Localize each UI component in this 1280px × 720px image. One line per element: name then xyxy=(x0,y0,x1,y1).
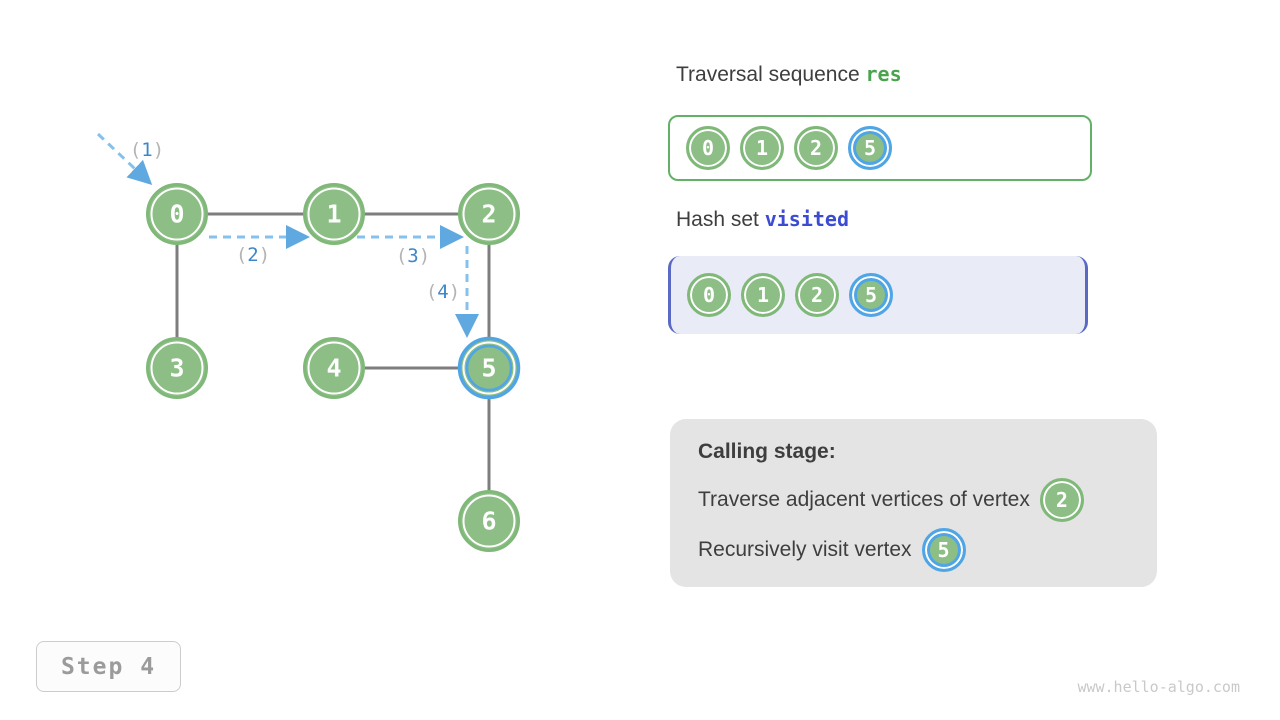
traversal-arrow-label-4: (4) xyxy=(426,281,460,303)
node-chip-5: 5 xyxy=(848,126,892,170)
graph-svg: 0 1 2 3 4 5 6 (1) (2) (3) (4) xyxy=(96,132,521,552)
node-chip-1: 1 xyxy=(741,273,785,317)
calling-line-2-node: 5 xyxy=(921,528,966,572)
graph-node-label: 6 xyxy=(481,507,496,536)
visited-title-text: Hash set xyxy=(676,208,759,231)
node-chip-5: 5 xyxy=(921,528,966,572)
step-badge-label: Step 4 xyxy=(60,653,157,680)
graph-node-label: 3 xyxy=(169,354,184,383)
res-title-text: Traversal sequence xyxy=(676,63,860,86)
graph-node-2: 2 xyxy=(458,183,520,245)
calling-stage-box: Calling stage: Traverse adjacent vertice… xyxy=(670,419,1157,587)
graph-node-0: 0 xyxy=(146,183,208,245)
visited-title: Hash set visited xyxy=(676,207,849,232)
graph-node-label: 1 xyxy=(326,200,341,229)
graph-node-4: 4 xyxy=(303,337,365,399)
graph-node-label: 5 xyxy=(481,354,496,383)
graph-node-3: 3 xyxy=(146,337,208,399)
step-badge: Step 4 xyxy=(36,641,181,692)
res-code-label: res xyxy=(865,62,902,86)
node-chip-5: 5 xyxy=(849,273,893,317)
graph-node-6: 6 xyxy=(458,490,520,552)
graph-node-1: 1 xyxy=(303,183,365,245)
node-chip-1: 1 xyxy=(740,126,784,170)
watermark: www.hello-algo.com xyxy=(1077,678,1240,696)
calling-line-2-text: Recursively visit vertex xyxy=(698,538,912,561)
traversal-arrow-label-2: (2) xyxy=(236,244,270,266)
node-chip-2: 2 xyxy=(1039,478,1084,522)
graph-node-label: 2 xyxy=(481,200,496,229)
traversal-arrow-1 xyxy=(96,132,153,186)
node-chip-2: 2 xyxy=(795,273,839,317)
calling-line-1-node: 2 xyxy=(1039,478,1084,522)
visited-code-label: visited xyxy=(764,207,850,231)
node-chip-0: 0 xyxy=(686,126,730,170)
calling-line-1-text: Traverse adjacent vertices of vertex xyxy=(698,488,1030,511)
res-title: Traversal sequence res xyxy=(676,62,902,87)
graph-node-label: 4 xyxy=(326,354,341,383)
traversal-arrow-label-1: (1) xyxy=(130,139,164,161)
calling-line-1: Traverse adjacent vertices of vertex 2 xyxy=(698,478,1129,522)
node-chip-0: 0 xyxy=(687,273,731,317)
traversal-arrow-label-3: (3) xyxy=(396,245,430,267)
calling-line-2: Recursively visit vertex 5 xyxy=(698,528,1129,572)
graph-node-label: 0 xyxy=(169,200,184,229)
graph-node-5: 5 xyxy=(457,336,521,400)
node-chip-2: 2 xyxy=(794,126,838,170)
calling-stage-title: Calling stage: xyxy=(698,440,836,463)
